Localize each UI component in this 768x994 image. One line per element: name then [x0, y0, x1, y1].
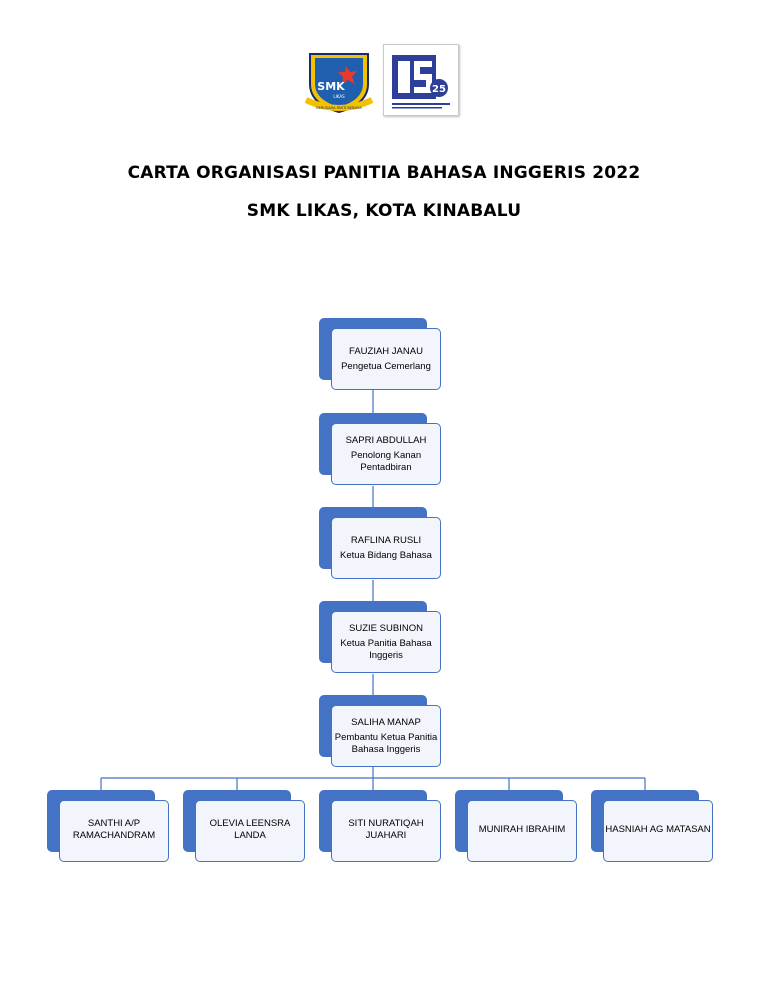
node-name: RAFLINA RUSLI — [350, 534, 422, 546]
org-node-member: MUNIRAH IBRAHIM — [455, 790, 577, 862]
org-node-ketua-panitia: SUZIE SUBINON Ketua Panitia Bahasa Ingge… — [319, 601, 441, 673]
node-role: Ketua Panitia Bahasa Inggeris — [340, 637, 432, 661]
org-node-pembantu-ketua: SALIHA MANAP Pembantu Ketua Panitia Baha… — [319, 695, 441, 767]
member-name: HASNIAH AG MATASAN — [605, 823, 711, 835]
chart-subtitle: SMK LIKAS, KOTA KINABALU — [246, 201, 522, 221]
org-node-member: SITI NURATIQAH JUAHARI — [319, 790, 441, 862]
node-name: FAUZIAH JANAU — [349, 345, 423, 357]
anniversary-logo: 25 — [383, 44, 459, 116]
node-name: SUZIE SUBINON — [349, 622, 423, 634]
member-name: SITI NURATIQAH JUAHARI — [348, 817, 424, 841]
org-node-pengetua: FAUZIAH JANAU Pengetua Cemerlang — [319, 318, 441, 390]
member-name: MUNIRAH IBRAHIM — [478, 823, 566, 835]
school-crest-logo: SMK LIKAS BERUSAHA PASTI BERJAYA — [304, 53, 374, 114]
member-name: SANTHI A/P RAMACHANDRAM — [72, 817, 156, 841]
svg-text:25: 25 — [432, 84, 446, 95]
node-name: SALIHA MANAP — [351, 716, 421, 728]
chart-title: CARTA ORGANISASI PANITIA BAHASA INGGERIS… — [127, 163, 641, 183]
node-role: Ketua Bidang Bahasa — [340, 549, 432, 561]
node-role: Pengetua Cemerlang — [341, 360, 431, 372]
svg-text:SMK: SMK — [317, 80, 345, 93]
node-name: SAPRI ABDULLAH — [345, 434, 427, 446]
org-node-ketua-bidang: RAFLINA RUSLI Ketua Bidang Bahasa — [319, 507, 441, 579]
node-role: Penolong Kanan Pentadbiran — [350, 449, 422, 473]
org-node-member: HASNIAH AG MATASAN — [591, 790, 713, 862]
svg-text:LIKAS: LIKAS — [333, 94, 345, 99]
member-name: OLEVIA LEENSRA LANDA — [209, 817, 291, 841]
org-node-member: OLEVIA LEENSRA LANDA — [183, 790, 305, 862]
node-role: Pembantu Ketua Panitia Bahasa Inggeris — [334, 731, 438, 755]
svg-text:BERUSAHA PASTI BERJAYA: BERUSAHA PASTI BERJAYA — [316, 106, 362, 110]
org-node-penolong-kanan: SAPRI ABDULLAH Penolong Kanan Pentadbira… — [319, 413, 441, 485]
org-node-member: SANTHI A/P RAMACHANDRAM — [47, 790, 169, 862]
